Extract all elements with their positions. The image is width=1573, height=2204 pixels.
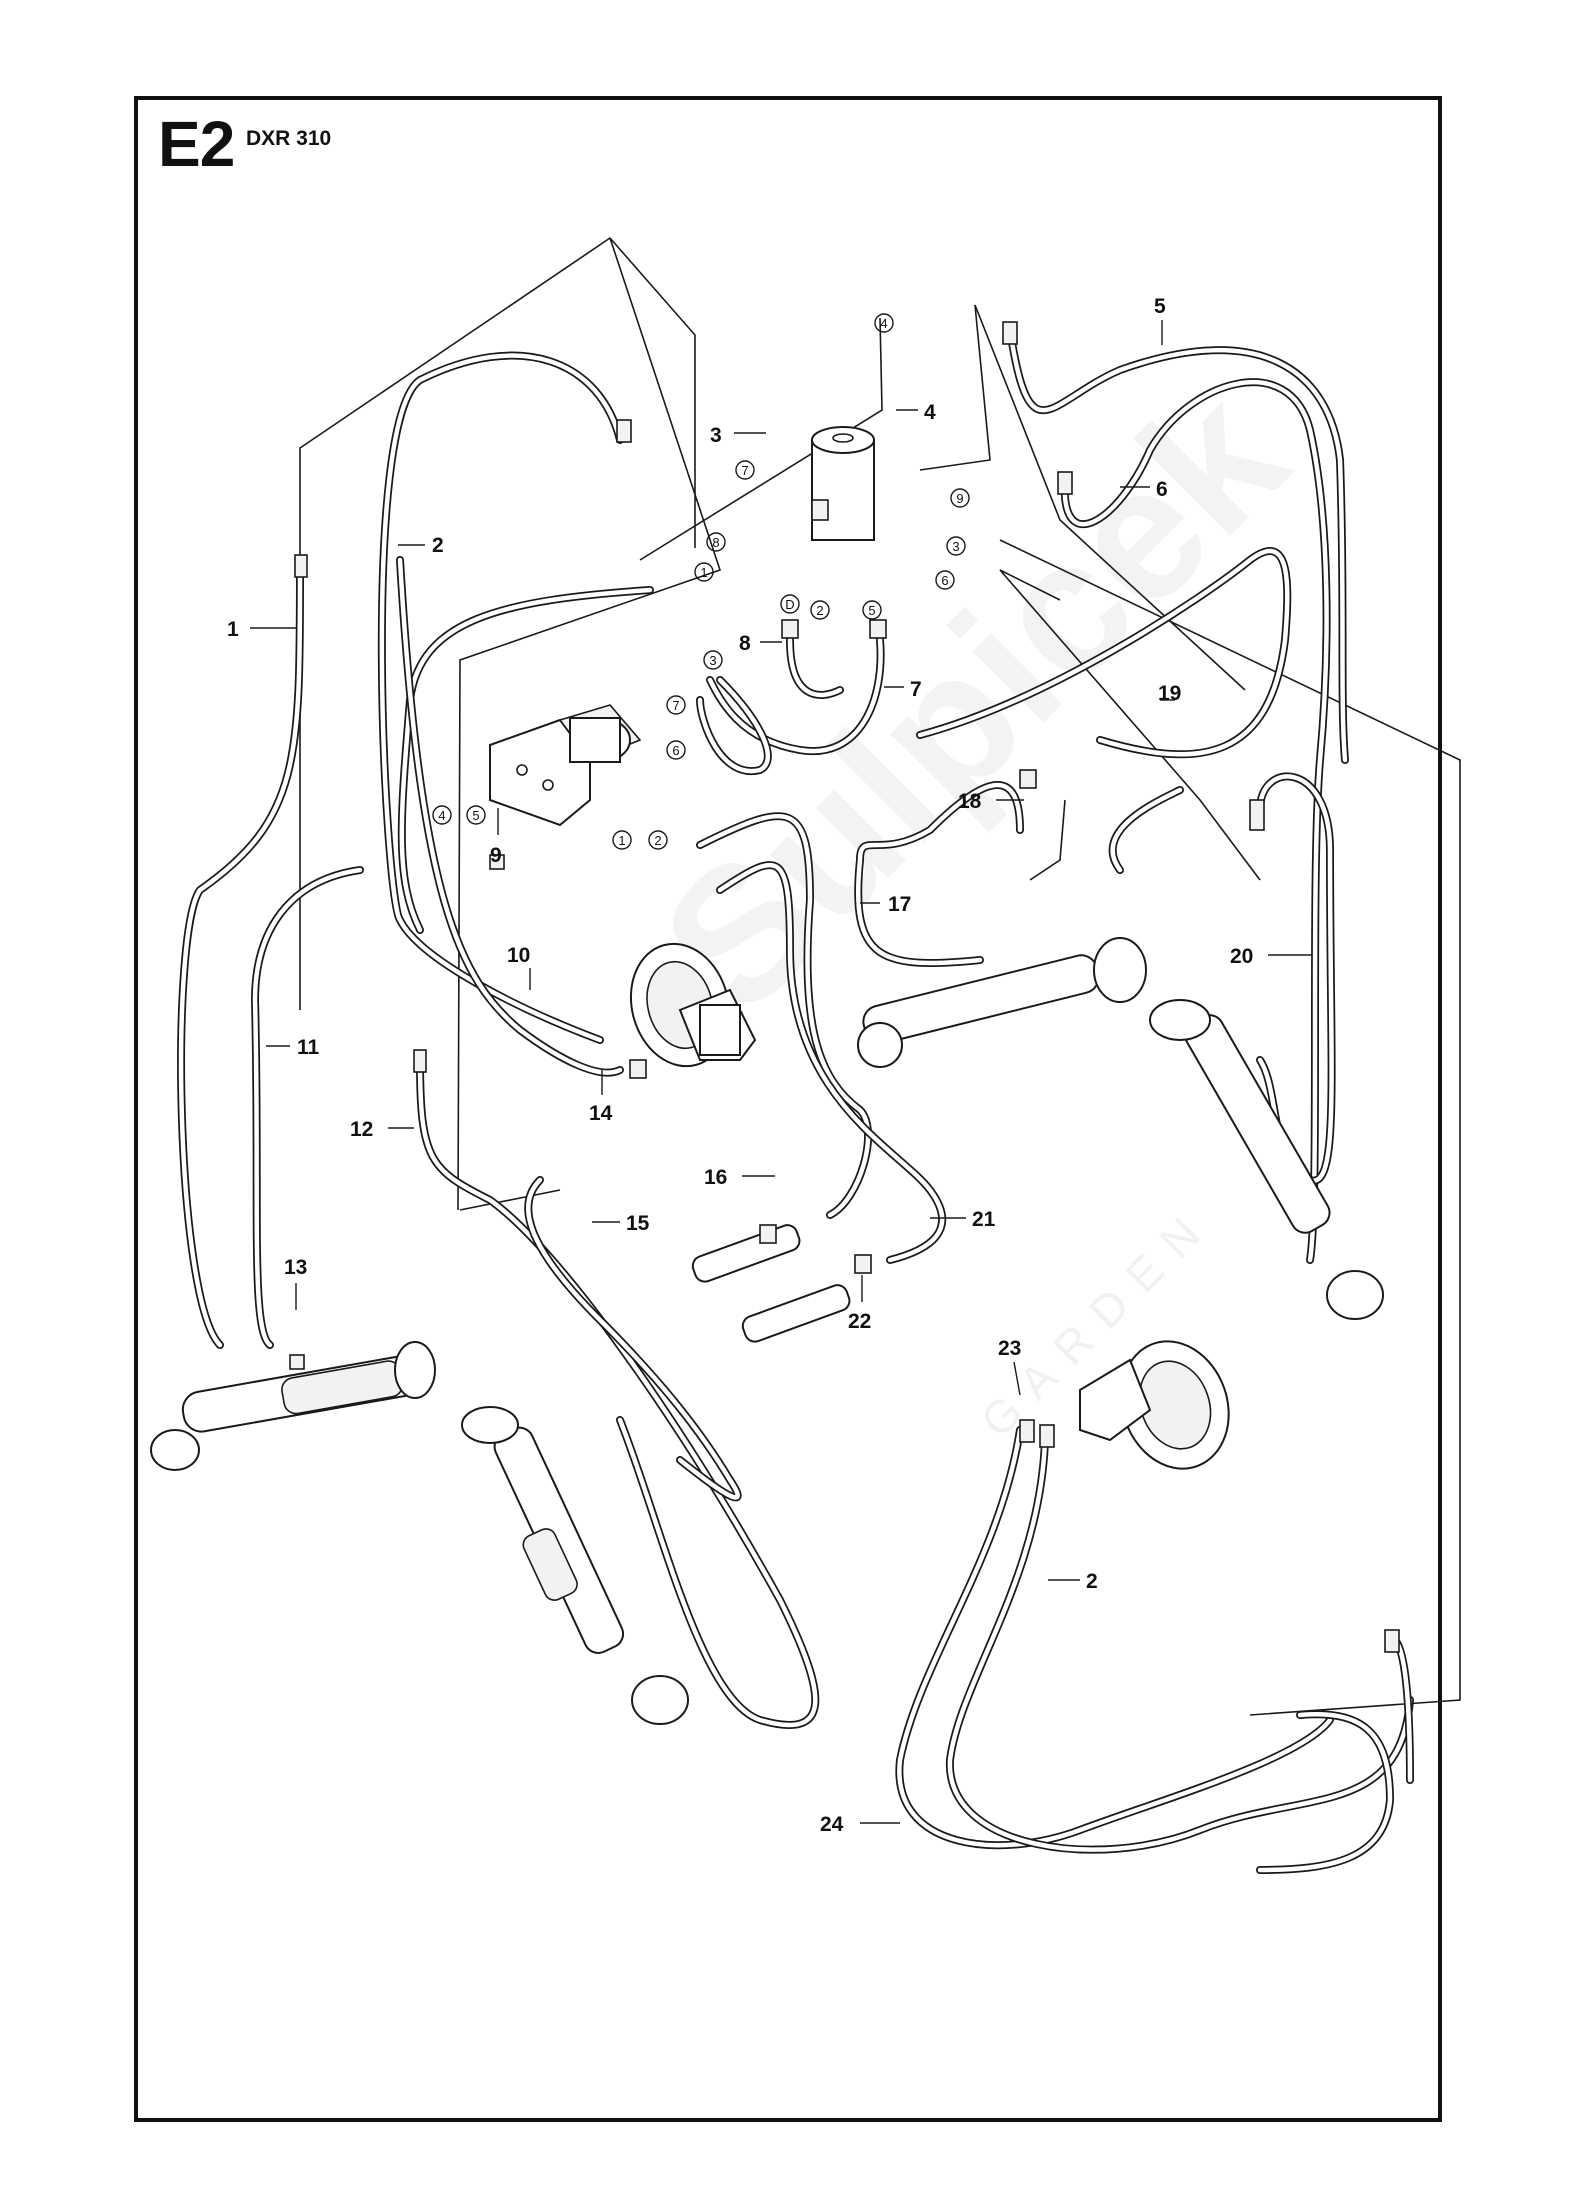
callout-label: 5 — [1154, 295, 1166, 318]
hoses — [177, 326, 1414, 1874]
port-marker: 4 — [432, 805, 452, 825]
port-marker: 7 — [666, 695, 686, 715]
port-marker: 5 — [862, 600, 882, 620]
callout-label: 18 — [958, 790, 982, 813]
cylinder-upper-right — [857, 937, 1147, 1068]
callout-label: 17 — [888, 893, 911, 916]
callout-label: 3 — [710, 424, 722, 447]
hydraulic-motor-lower — [1079, 1340, 1230, 1470]
port-markers: 4 7 9 8 1 3 6 D 2 5 3 7 6 4 5 1 2 — [432, 313, 970, 850]
svg-text:3: 3 — [952, 539, 959, 554]
fittings — [289, 321, 1400, 1653]
callout-label: 14 — [589, 1102, 613, 1125]
callouts: 1 2 3 4 5 6 7 8 9 10 11 12 13 14 15 16 1 — [227, 295, 1312, 1836]
callout-label: 4 — [924, 401, 936, 424]
port-marker: 4 — [874, 313, 894, 333]
port-marker: D — [780, 594, 800, 614]
svg-text:4: 4 — [438, 808, 445, 823]
svg-text:D: D — [785, 597, 794, 612]
callout-label: 2 — [432, 534, 444, 557]
svg-text:6: 6 — [941, 573, 948, 588]
svg-text:6: 6 — [672, 743, 679, 758]
callout-label: 20 — [1230, 945, 1253, 968]
port-marker: 8 — [706, 532, 726, 552]
control-valve — [811, 426, 875, 541]
svg-text:5: 5 — [868, 603, 875, 618]
diagram-model: DXR 310 — [246, 127, 332, 150]
port-marker: 2 — [810, 600, 830, 620]
svg-text:3: 3 — [709, 653, 716, 668]
port-marker: 6 — [666, 740, 686, 760]
svg-text:2: 2 — [654, 833, 661, 848]
cylinder-center — [461, 1406, 689, 1725]
port-marker: 3 — [703, 650, 723, 670]
port-marker: 6 — [935, 570, 955, 590]
callout-label: 19 — [1158, 682, 1181, 705]
svg-text:5: 5 — [472, 808, 479, 823]
callout-label: 6 — [1156, 478, 1168, 501]
callout-label: 16 — [704, 1166, 727, 1189]
port-marker: 1 — [694, 562, 714, 582]
svg-text:8: 8 — [712, 535, 719, 550]
callout-label: 10 — [507, 944, 530, 967]
callout-label: 8 — [739, 632, 751, 655]
callout-label: 12 — [350, 1118, 373, 1141]
svg-text:7: 7 — [741, 463, 748, 478]
callout-label: 9 — [490, 844, 502, 867]
svg-text:2: 2 — [816, 603, 823, 618]
manifold-block — [489, 704, 642, 827]
svg-text:1: 1 — [700, 565, 707, 580]
components — [150, 321, 1400, 1725]
callout-label: 24 — [820, 1813, 844, 1836]
hydraulic-motor-center — [629, 942, 757, 1068]
callout-label: 1 — [227, 618, 239, 641]
callout-label: 7 — [910, 678, 922, 701]
callout-label: 22 — [848, 1310, 871, 1333]
diagram-code: E2 — [158, 108, 235, 180]
diagram-frame — [134, 96, 1442, 2122]
callout-label: 15 — [626, 1212, 650, 1235]
port-marker: 7 — [735, 460, 755, 480]
callout-label: 2 — [1086, 1570, 1098, 1593]
callout-label: 11 — [297, 1036, 320, 1059]
svg-text:1: 1 — [618, 833, 625, 848]
cylinder-right — [1149, 999, 1384, 1320]
svg-text:4: 4 — [880, 316, 887, 331]
svg-text:9: 9 — [956, 491, 963, 506]
port-marker: 5 — [466, 805, 486, 825]
port-marker: 9 — [950, 488, 970, 508]
callout-label: 21 — [972, 1208, 996, 1231]
port-marker: 1 — [612, 830, 632, 850]
callout-label: 13 — [284, 1256, 307, 1279]
port-marker: 2 — [648, 830, 668, 850]
callout-label: 23 — [998, 1337, 1021, 1360]
cylinder-left — [150, 1341, 436, 1471]
port-marker: 3 — [946, 536, 966, 556]
svg-text:7: 7 — [672, 698, 679, 713]
